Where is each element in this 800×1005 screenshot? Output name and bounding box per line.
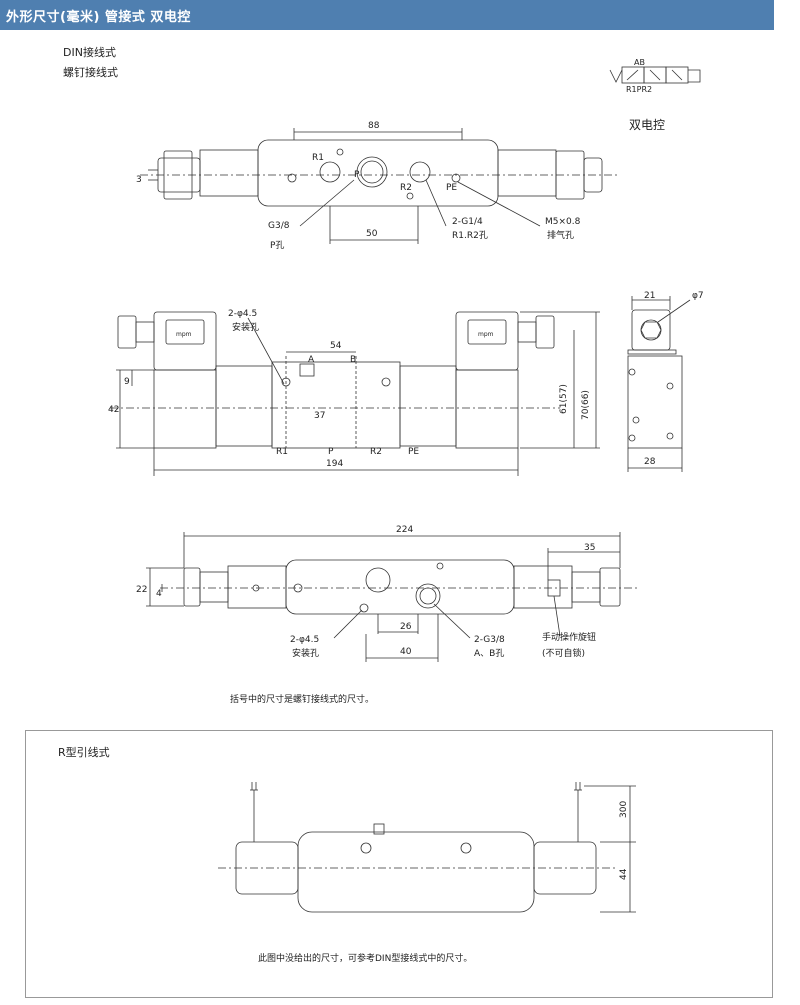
label-g38: G3/8 <box>268 221 290 231</box>
label-hole-front: 2-φ4.5 <box>228 309 257 319</box>
dim-35: 35 <box>584 543 595 553</box>
dim-224: 224 <box>396 525 413 535</box>
label-p-hole: P孔 <box>270 240 284 251</box>
valve-symbol: AB R1PR2 <box>609 58 701 94</box>
label-manual: 手动操作旋钮 <box>542 631 596 643</box>
label-mount-front: 安装孔 <box>232 321 259 333</box>
port-r2-front: R2 <box>370 447 382 457</box>
section-title: 外形尺寸(毫米) 管接式 双电控 <box>6 10 191 25</box>
r-type-label: R型引线式 <box>58 746 110 759</box>
port-r1: R1 <box>312 153 324 163</box>
dim-300: 300 <box>619 801 629 818</box>
port-r2: R2 <box>400 183 412 193</box>
dim-22: 22 <box>136 585 147 595</box>
dim-3: 3 <box>136 175 142 185</box>
label-g38-bottom: 2-G3/8 <box>474 635 505 645</box>
din-label: DIN接线式 <box>63 46 116 59</box>
port-r1-front: R1 <box>276 447 288 457</box>
section-header: 外形尺寸(毫米) 管接式 双电控 <box>0 0 774 30</box>
dim-4: 4 <box>156 589 162 599</box>
side-view: 21 φ7 28 <box>627 291 704 472</box>
dim-194: 194 <box>326 459 343 469</box>
label-r1r2: R1.R2孔 <box>452 230 488 241</box>
port-b: B <box>350 355 356 365</box>
label-exhaust: 排气孔 <box>547 229 574 241</box>
dim-21: 21 <box>644 291 655 301</box>
symbol-ab: AB <box>634 58 645 67</box>
label-hole-bottom: 2-φ4.5 <box>290 635 319 645</box>
port-p-front: P <box>328 447 334 457</box>
port-p: P <box>354 170 360 180</box>
label-ab-holes: A、B孔 <box>474 648 504 659</box>
dim-54: 54 <box>330 341 342 351</box>
top-view: 88 R1 P R2 PE 3 50 G3/8 P孔 2-G1/4 R1.R2孔… <box>136 121 620 251</box>
port-pe-front: PE <box>408 447 419 457</box>
symbol-ports: R1PR2 <box>626 85 652 94</box>
dual-control-label: 双电控 <box>629 118 666 132</box>
coil-brand-left: mpm <box>176 331 192 338</box>
dim-50: 50 <box>366 229 378 239</box>
dim-44: 44 <box>619 868 629 880</box>
r-type-view: 300 44 <box>218 782 636 913</box>
port-pe: PE <box>446 183 457 193</box>
dim-phi7: φ7 <box>692 291 704 301</box>
label-mount-bottom: 安装孔 <box>292 647 319 659</box>
r-type-box <box>25 730 773 998</box>
label-g14: 2-G1/4 <box>452 217 483 227</box>
note-rtype: 此图中没给出的尺寸，可参考DIN型接线式中的尺寸。 <box>258 954 473 964</box>
label-m5: M5×0.8 <box>545 217 581 227</box>
port-a: A <box>308 355 315 365</box>
dim-88: 88 <box>368 121 380 131</box>
screw-label: 螺钉接线式 <box>63 66 118 79</box>
note-bracket: 括号中的尺寸是螺钉接线式的尺寸。 <box>230 695 375 705</box>
dim-9: 9 <box>124 377 130 387</box>
front-view: mpm mpm 54 A B 2-φ4.5 安装孔 42 9 37 R1 P R… <box>108 309 600 476</box>
dim-70: 70(66) <box>581 390 591 420</box>
dim-40: 40 <box>400 647 412 657</box>
coil-brand-right: mpm <box>478 331 494 338</box>
dim-37: 37 <box>314 411 325 421</box>
bottom-view: 224 35 22 4 2-φ4.5 安装孔 26 40 2-G3/8 A、B孔… <box>136 525 640 662</box>
dim-28: 28 <box>644 457 656 467</box>
label-nolock: (不可自锁) <box>542 647 585 659</box>
dim-61: 61(57) <box>559 384 569 414</box>
dim-42: 42 <box>108 405 119 415</box>
dim-26: 26 <box>400 622 412 632</box>
